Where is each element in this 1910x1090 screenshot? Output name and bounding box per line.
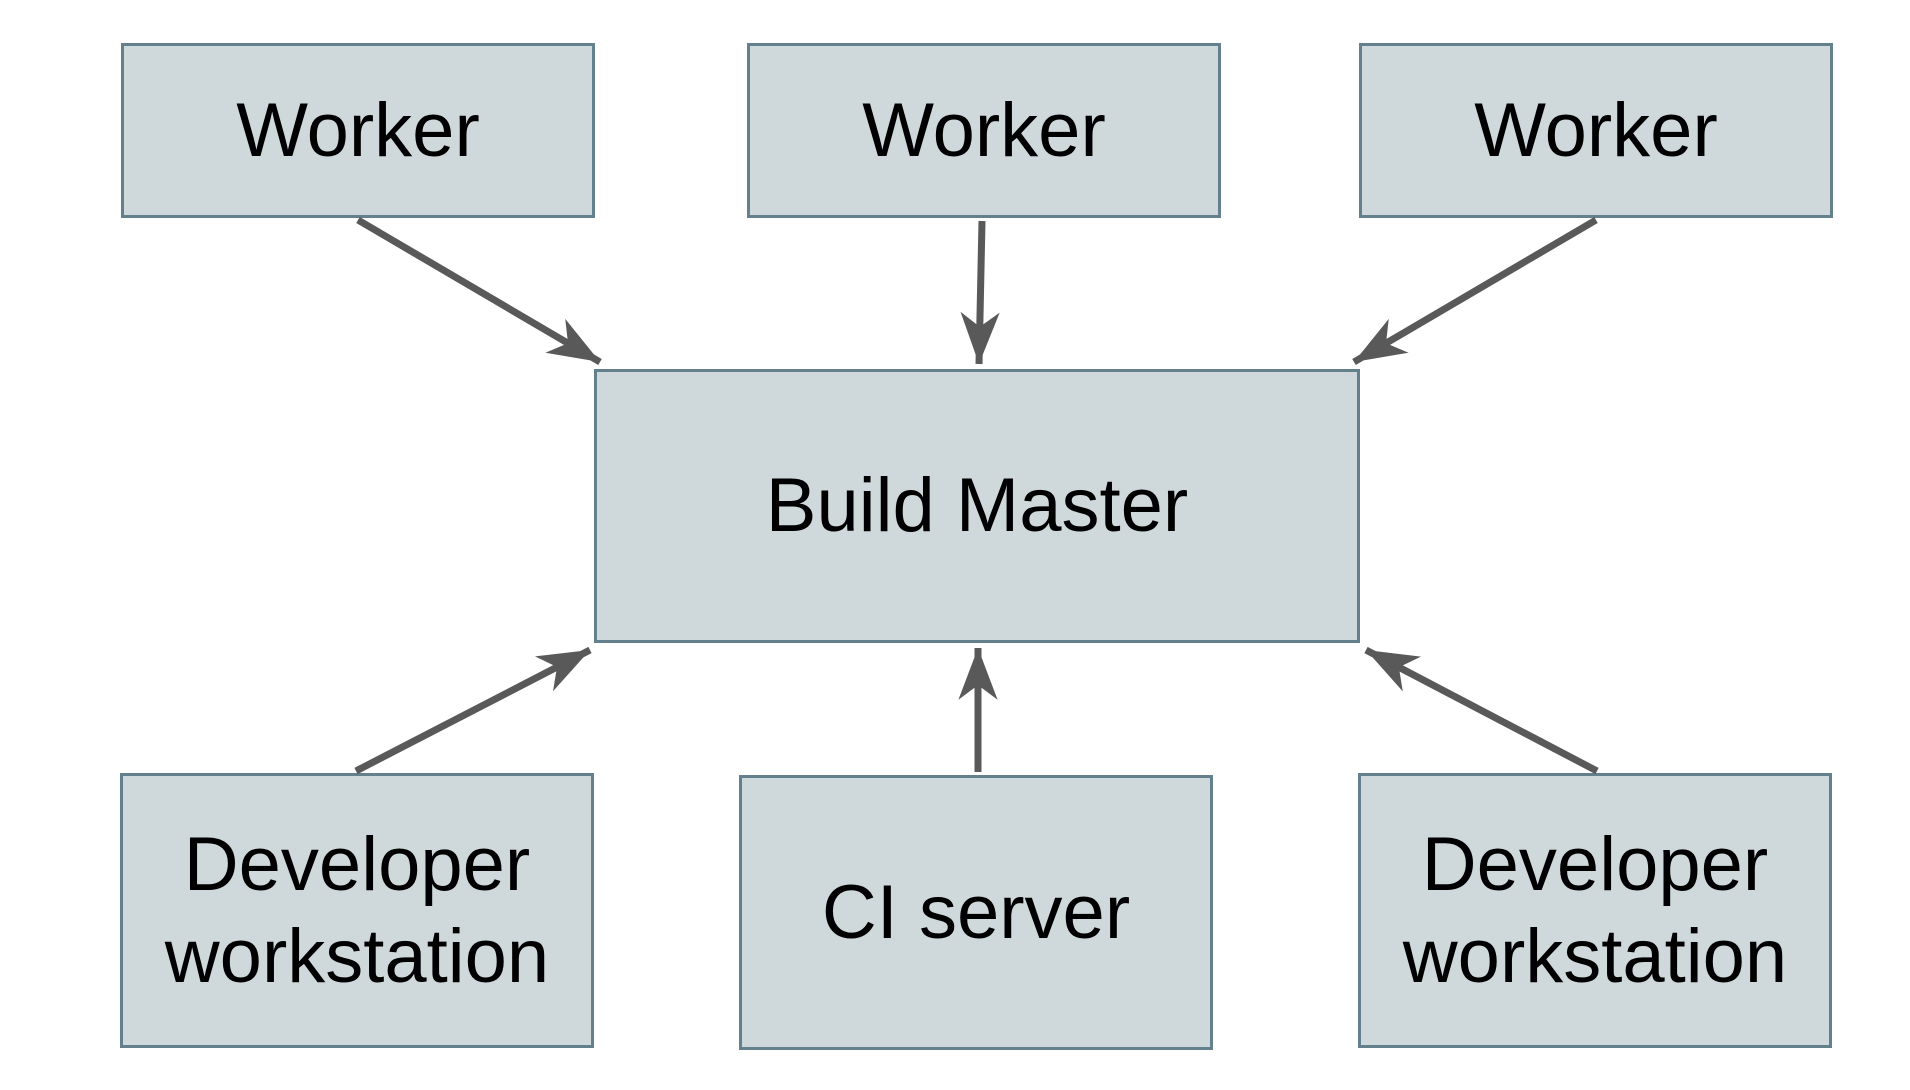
node-worker-2: Worker xyxy=(747,43,1221,218)
arrow-developer-workstation-right-to-build-master xyxy=(1364,646,1599,775)
arrow-worker-3-to-build-master xyxy=(1352,216,1598,366)
arrow-developer-workstation-left-to-build-master xyxy=(354,646,592,775)
node-ci-server-label: CI server xyxy=(821,869,1131,955)
arrow-worker-2-to-build-master xyxy=(960,220,1000,365)
node-developer-workstation-left: Developer workstation xyxy=(120,773,594,1048)
node-worker-3-label: Worker xyxy=(1474,87,1718,173)
node-build-master-label: Build Master xyxy=(765,463,1189,549)
node-developer-workstation-right: Developer workstation xyxy=(1358,773,1832,1048)
node-developer-workstation-right-label: Developer workstation xyxy=(1402,822,1788,999)
node-ci-server: CI server xyxy=(739,775,1213,1050)
node-worker-2-label: Worker xyxy=(862,87,1106,173)
node-worker-1-label: Worker xyxy=(236,87,480,173)
node-worker-1: Worker xyxy=(121,43,595,218)
node-worker-3: Worker xyxy=(1359,43,1833,218)
node-build-master: Build Master xyxy=(594,369,1360,643)
arrow-worker-1-to-build-master xyxy=(356,216,602,366)
node-developer-workstation-left-label: Developer workstation xyxy=(164,822,550,999)
